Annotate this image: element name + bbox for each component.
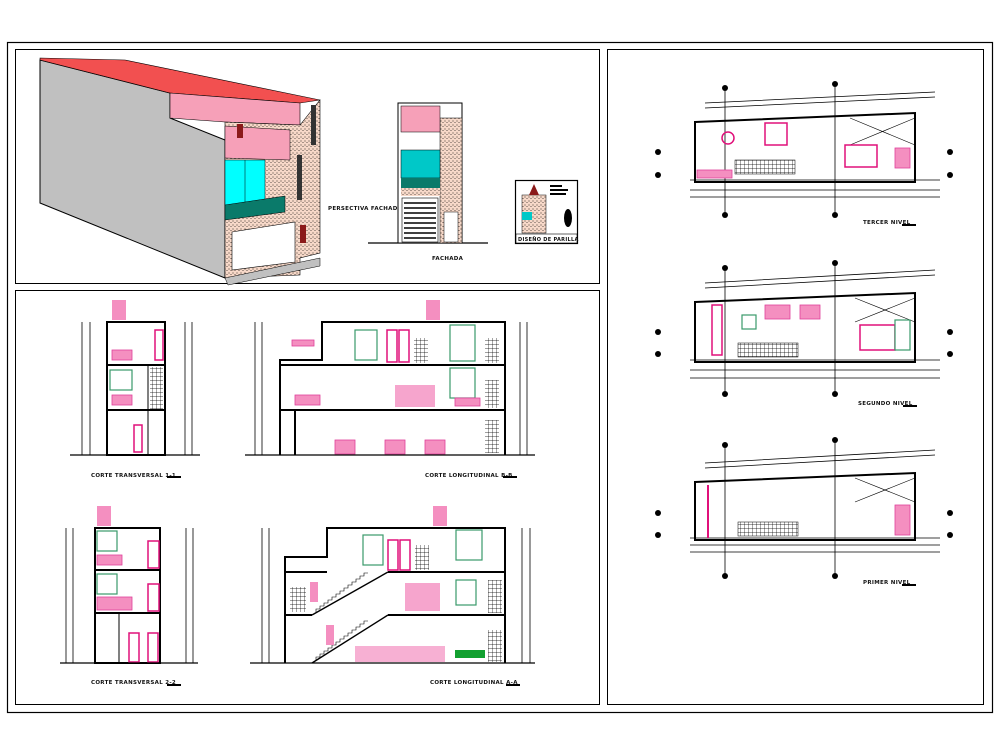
perspective-drawing (39, 57, 321, 286)
section-1-1-label: CORTE TRANSVERSAL 1-1 (91, 473, 176, 479)
section-b-b (245, 300, 535, 456)
panel-facade (15, 49, 600, 284)
facade-elevation (368, 102, 488, 244)
panel-plans (607, 49, 984, 705)
plan-third-label: TERCER NIVEL (863, 220, 911, 226)
section-2-2 (60, 506, 198, 664)
section-a-a (250, 506, 535, 664)
section-2-2-label: CORTE TRANSVERSAL 2-2 (91, 680, 176, 686)
perspective-label: PERSECTIVA FACHADA (328, 206, 403, 212)
sheet-border (6, 41, 994, 714)
plan-third-level (655, 81, 953, 218)
plan-second-level (655, 260, 953, 397)
facade-label: FACHADA (432, 256, 464, 262)
section-a-a-label: CORTE LONGITUDINAL A-A (430, 680, 518, 686)
section-b-b-label: CORTE LONGITUDINAL B-B (425, 473, 513, 479)
plan-first-level (655, 437, 953, 579)
logo-label: DISEÑO DE PARILLA (518, 236, 579, 243)
logo-box (514, 179, 579, 245)
plan-second-label: SEGUNDO NIVEL (858, 401, 913, 407)
panel-sections (15, 290, 600, 705)
section-1-1 (70, 300, 200, 456)
plan-first-label: PRIMER NIVEL (863, 580, 911, 586)
